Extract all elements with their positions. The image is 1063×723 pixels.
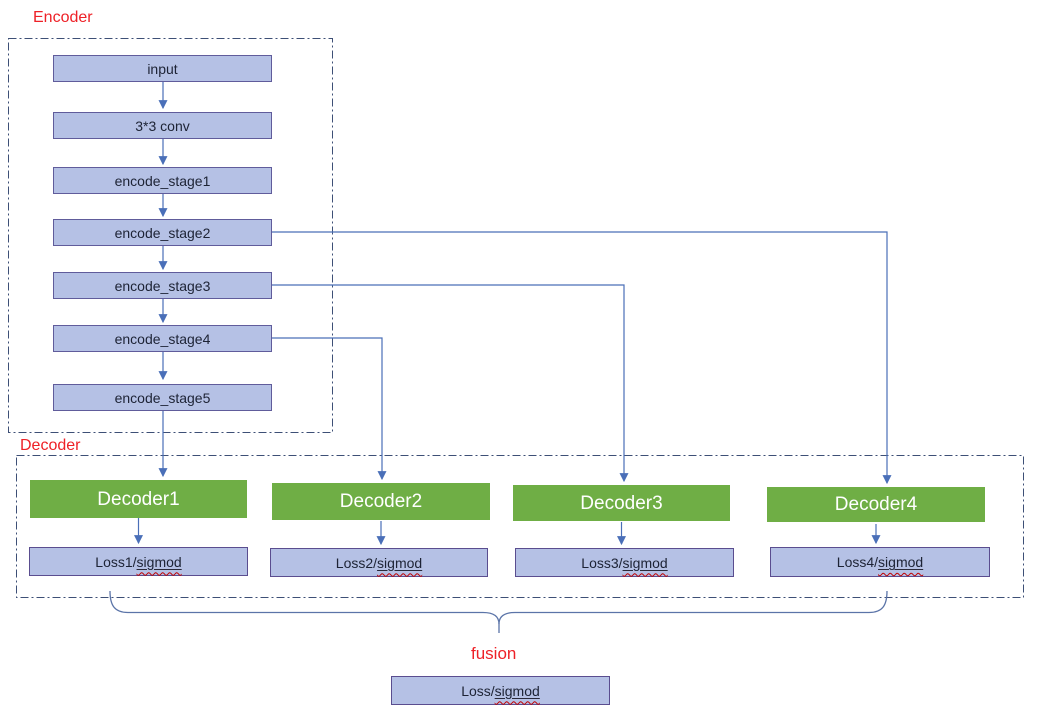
loss3-word: sigmod (622, 554, 668, 571)
encoder-node-stage3-label: encode_stage3 (114, 277, 211, 294)
loss2-word-squiggle: sigmod (377, 555, 422, 571)
decoder2-label: Decoder2 (339, 491, 423, 512)
encoder-node-input: input (53, 55, 272, 82)
fusion-loss-word: sigmod (494, 682, 540, 699)
loss2-node: Loss2/sigmod (270, 548, 488, 577)
encoder-node-stage1-label: encode_stage1 (114, 172, 211, 189)
loss2-label: Loss2/sigmod (336, 556, 422, 570)
skip-stage2-to-decoder4 (272, 231, 892, 485)
fusion-brace-right (498, 590, 888, 625)
loss3-prefix: Loss3/ (581, 554, 623, 571)
fusion-loss-prefix: Loss/ (461, 682, 495, 699)
loss3-node: Loss3/sigmod (515, 548, 734, 577)
loss4-prefix: Loss4/ (836, 554, 879, 570)
loss4-word-squiggle: sigmod (878, 554, 923, 570)
fusion-loss-node: Loss/sigmod (391, 676, 610, 705)
fusion-brace-left (109, 590, 500, 633)
loss2-prefix: Loss2/ (335, 554, 378, 571)
decoder3-node: Decoder3 (513, 485, 730, 521)
encoder-node-stage2: encode_stage2 (53, 219, 272, 246)
fusion-loss-label: Loss/sigmod (461, 684, 540, 698)
loss4-label: Loss4/sigmod (837, 555, 923, 569)
encoder-node-conv-label: 3*3 conv (135, 117, 190, 134)
skip-stage3-to-decoder3 (272, 284, 629, 483)
skip-stage4-to-decoder2 (272, 337, 387, 481)
decoder4-node: Decoder4 (767, 487, 985, 522)
encoder-node-stage4-label: encode_stage4 (114, 330, 211, 347)
decoder4-label: Decoder4 (834, 494, 918, 515)
fusion-label: fusion (471, 644, 517, 663)
decoder3-label: Decoder3 (580, 492, 663, 514)
encoder-node-stage2-label: encode_stage2 (114, 224, 211, 241)
loss1-prefix: Loss1/ (95, 553, 137, 570)
encoder-section-label: Encoder (33, 9, 93, 26)
loss1-word: sigmod (136, 553, 182, 570)
encoder-node-stage5-label: encode_stage5 (114, 389, 211, 406)
loss3-label: Loss3/sigmod (581, 556, 667, 570)
loss4-node: Loss4/sigmod (770, 547, 990, 577)
encoder-node-stage1: encode_stage1 (53, 167, 272, 194)
decoder1-node: Decoder1 (30, 480, 247, 518)
loss2-word: sigmod (377, 554, 423, 571)
fusion-loss-word-squiggle: sigmod (495, 683, 540, 699)
loss4-word: sigmod (878, 554, 924, 570)
encoder-region-border (8, 38, 333, 433)
decoder-section-label: Decoder (20, 437, 81, 454)
decoder-region-border (16, 455, 1024, 598)
loss3-word-squiggle: sigmod (623, 555, 668, 571)
decoder2-node: Decoder2 (272, 483, 490, 520)
encoder-node-conv: 3*3 conv (53, 112, 272, 139)
loss1-word-squiggle: sigmod (137, 554, 182, 570)
encoder-node-stage4: encode_stage4 (53, 325, 272, 352)
decoder1-label: Decoder1 (97, 488, 180, 510)
encoder-node-input-label: input (147, 60, 178, 77)
loss1-node: Loss1/sigmod (29, 547, 248, 576)
encoder-node-stage3: encode_stage3 (53, 272, 272, 299)
loss1-label: Loss1/sigmod (95, 555, 181, 569)
encoder-node-stage5: encode_stage5 (53, 384, 272, 411)
